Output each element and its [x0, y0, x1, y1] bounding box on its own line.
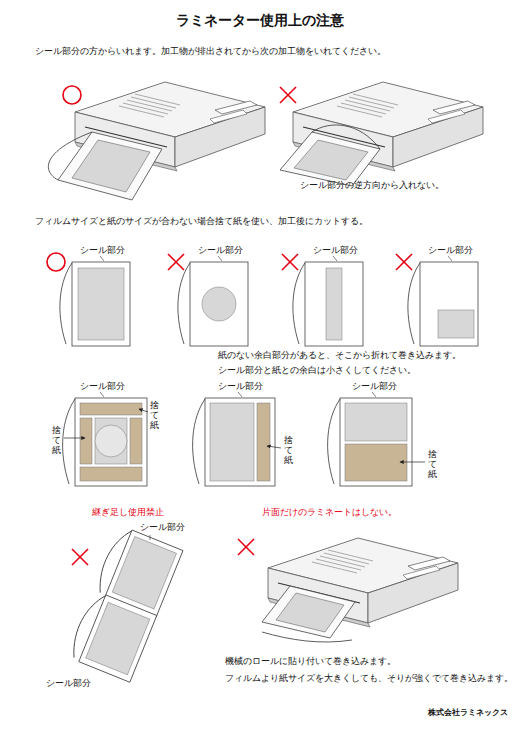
seal-label: シール部分	[140, 522, 185, 533]
note-text: 機械のロールに貼り付いて巻き込みます。	[225, 656, 396, 667]
instruction-text: フィルムサイズと紙のサイズが合わない場合捨て紙を使い、加工後にカットする。	[35, 216, 368, 227]
waste-paper-label: 捨て紙	[52, 426, 61, 456]
prohibition-note: 継ぎ足し使用禁止	[92, 507, 164, 518]
waste-paper-label: 捨て紙	[284, 436, 293, 466]
page-title: ラミネーター使用上の注意	[176, 12, 344, 30]
warning-note: シール部分の逆方向から入れない。	[300, 180, 444, 191]
waste-paper-label: 捨て紙	[428, 450, 437, 480]
seal-label: シール部分	[352, 381, 397, 392]
note-text: 紙のない余白部分があると、そこから折れて巻き込みます。	[218, 350, 461, 361]
seal-label: シール部分	[313, 245, 358, 256]
seal-label: シール部分	[218, 381, 263, 392]
note-text: シール部分と紙との余白は小さくしてください。	[218, 365, 416, 376]
seal-label: シール部分	[428, 245, 473, 256]
waste-paper-label: 捨て紙	[150, 401, 159, 431]
prohibition-note: 片面だけのラミネートはしない。	[262, 507, 397, 518]
instruction-text: シール部分の方からいれます。加工物が排出されてから次の加工物をいれてください。	[35, 46, 386, 57]
seal-label: シール部分	[80, 245, 125, 256]
seal-label: シール部分	[198, 245, 243, 256]
seal-label: シール部分	[46, 678, 91, 689]
seal-label: シール部分	[80, 381, 125, 392]
note-text: フィルムより紙サイズを大きくしても、そりが強くでて巻き込みます。	[225, 673, 513, 684]
company-name: 株式会社ラミネックス	[428, 708, 508, 718]
